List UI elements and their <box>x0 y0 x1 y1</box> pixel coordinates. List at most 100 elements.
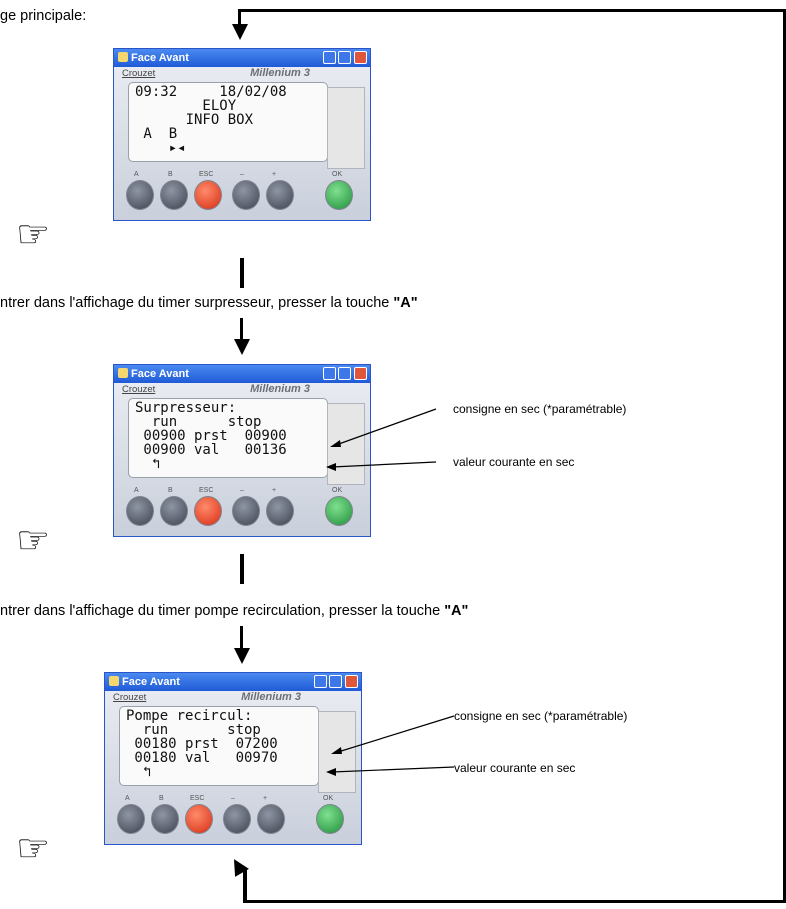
key-esc-button[interactable] <box>185 804 213 834</box>
face-avant-window-1[interactable]: Face Avant Crouzet Millenium 3 09:32 18/… <box>113 48 371 221</box>
model-label: Millenium 3 <box>250 383 310 395</box>
instruction-1: ntrer dans l'affichage du timer surpress… <box>0 295 418 311</box>
key-ok-button[interactable] <box>325 496 353 526</box>
side-panel <box>327 87 365 169</box>
minimize-button[interactable] <box>323 51 336 64</box>
close-button[interactable] <box>345 675 358 688</box>
window-title: Face Avant <box>122 676 180 688</box>
key-label-minus: – <box>240 487 244 494</box>
key-label-a: A <box>134 171 139 178</box>
key-a-button[interactable] <box>126 496 154 526</box>
key-minus-button[interactable] <box>232 180 260 210</box>
close-button[interactable] <box>354 367 367 380</box>
annotation-arrows-2 <box>326 408 437 471</box>
window-titlebar[interactable]: Face Avant <box>114 49 370 67</box>
key-minus-button[interactable] <box>232 496 260 526</box>
lcd-text: 09:32 18/02/08 ELOY INFO BOX A B ▸◂ <box>135 84 287 156</box>
key-label-plus: + <box>263 795 268 802</box>
key-esc-button[interactable] <box>194 180 222 210</box>
key-label-plus: + <box>272 487 277 494</box>
loop-line-bottom <box>243 900 786 903</box>
key-label-a: A <box>134 487 139 494</box>
device-face: Crouzet Millenium 3 09:32 18/02/08 ELOY … <box>114 67 370 220</box>
keypad: A B ESC – + OK <box>113 795 358 841</box>
maximize-button[interactable] <box>338 51 351 64</box>
connector-line <box>240 554 244 584</box>
key-label-b: B <box>168 171 173 178</box>
current-value-note: valeur courante en sec <box>454 761 576 775</box>
key-b-button[interactable] <box>151 804 179 834</box>
loop-line-top <box>238 9 786 12</box>
arrow-down-icon <box>234 648 250 664</box>
instruction-1-key: "A" <box>393 295 418 311</box>
lcd-text: Surpresseur: run stop 00900 prst 00900 0… <box>135 400 287 472</box>
lcd-display: Pompe recircul: run stop 00180 prst 0720… <box>119 706 319 786</box>
key-minus-button[interactable] <box>223 804 251 834</box>
app-icon <box>118 52 128 62</box>
loop-line-top-stem <box>238 9 241 25</box>
key-ok-button[interactable] <box>316 804 344 834</box>
model-label: Millenium 3 <box>250 67 310 79</box>
key-label-ok: OK <box>332 487 343 494</box>
connector-stem <box>240 318 243 340</box>
instruction-1-text: ntrer dans l'affichage du timer surpress… <box>0 295 394 311</box>
close-button[interactable] <box>354 51 367 64</box>
arrow-down-icon <box>232 24 248 40</box>
key-b-button[interactable] <box>160 496 188 526</box>
brand-label: Crouzet <box>122 68 156 79</box>
keypad: A B ESC – + OK <box>122 171 367 217</box>
key-label-minus: – <box>240 171 244 178</box>
keypad: A B ESC – + OK <box>122 487 367 533</box>
setpoint-note: consigne en sec (*paramétrable) <box>454 709 628 723</box>
key-a-button[interactable] <box>126 180 154 210</box>
key-ok-button[interactable] <box>325 180 353 210</box>
arrow-down-icon <box>234 339 250 355</box>
key-plus-button[interactable] <box>266 180 294 210</box>
key-esc-button[interactable] <box>194 496 222 526</box>
window-titlebar[interactable]: Face Avant <box>114 365 370 383</box>
key-label-a: A <box>125 795 130 802</box>
key-label-esc: ESC <box>199 487 214 494</box>
window-title: Face Avant <box>131 368 189 380</box>
key-label-esc: ESC <box>190 795 205 802</box>
side-panel <box>327 403 365 485</box>
key-label-esc: ESC <box>199 171 214 178</box>
maximize-button[interactable] <box>329 675 342 688</box>
brand-label: Crouzet <box>122 384 156 395</box>
connector-line <box>240 258 244 288</box>
key-label-b: B <box>159 795 164 802</box>
device-face: Crouzet Millenium 3 Surpresseur: run sto… <box>114 383 370 536</box>
key-plus-button[interactable] <box>266 496 294 526</box>
page-title: ge principale: <box>0 8 87 24</box>
setpoint-note: consigne en sec (*paramétrable) <box>453 402 627 416</box>
minimize-button[interactable] <box>323 367 336 380</box>
app-icon <box>109 676 119 686</box>
minimize-button[interactable] <box>314 675 327 688</box>
model-label: Millenium 3 <box>241 691 301 703</box>
connector-stem <box>240 626 243 650</box>
key-label-b: B <box>168 487 173 494</box>
instruction-2-text: ntrer dans l'affichage du timer pompe re… <box>0 603 445 619</box>
brand-label: Crouzet <box>113 692 147 703</box>
face-avant-window-2[interactable]: Face Avant Crouzet Millenium 3 Surpresse… <box>113 364 371 537</box>
pointing-hand-icon: ☞ <box>16 828 51 870</box>
maximize-button[interactable] <box>338 367 351 380</box>
key-b-button[interactable] <box>160 180 188 210</box>
current-value-note: valeur courante en sec <box>453 455 575 469</box>
lcd-display: Surpresseur: run stop 00900 prst 00900 0… <box>128 398 328 478</box>
annotation-arrows-3 <box>326 715 455 776</box>
window-titlebar[interactable]: Face Avant <box>105 673 361 691</box>
lcd-display: 09:32 18/02/08 ELOY INFO BOX A B ▸◂ <box>128 82 328 162</box>
key-plus-button[interactable] <box>257 804 285 834</box>
lcd-text: Pompe recircul: run stop 00180 prst 0720… <box>126 708 278 780</box>
pointing-hand-icon: ☞ <box>16 520 51 562</box>
key-a-button[interactable] <box>117 804 145 834</box>
window-title: Face Avant <box>131 52 189 64</box>
instruction-2-key: "A" <box>444 603 469 619</box>
key-label-minus: – <box>231 795 235 802</box>
loop-line-right <box>783 9 786 903</box>
instruction-2: ntrer dans l'affichage du timer pompe re… <box>0 603 468 619</box>
key-label-plus: + <box>272 171 277 178</box>
app-icon <box>118 368 128 378</box>
pointing-hand-icon: ☞ <box>16 214 51 256</box>
